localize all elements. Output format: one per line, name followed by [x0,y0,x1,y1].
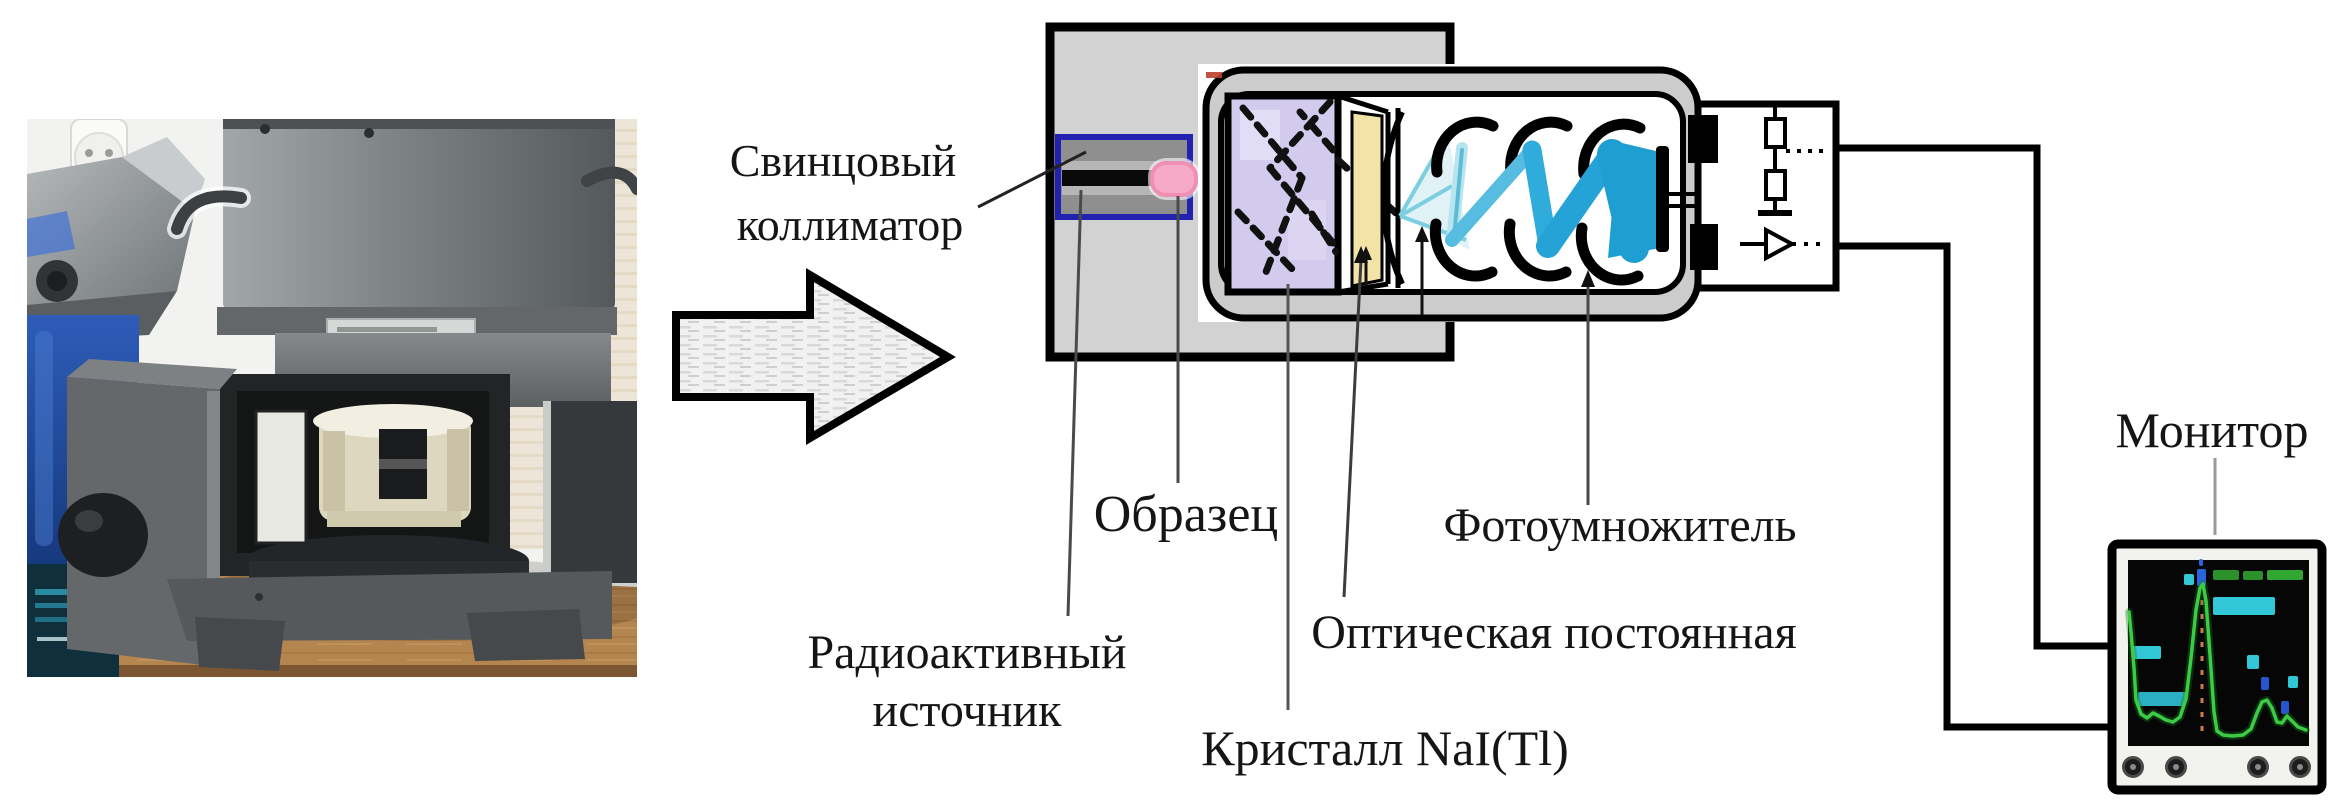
label-source-line2: источник [873,684,1063,737]
screen-annotation [2213,597,2275,615]
screen-annotation [2138,692,2186,706]
label-monitor: Монитор [2116,402,2309,458]
dynode-arcs [1429,116,1646,286]
monitor-knobs [2122,756,2311,778]
label-sample: Образец [1094,486,1279,543]
electronics-unit [1694,100,1840,292]
screen-annotation [2281,701,2289,714]
anode-plate [1656,146,1669,252]
screen-annotation [2247,655,2259,669]
photo-door-knob [58,493,148,577]
leader-lines [977,150,2217,710]
screen-annotation [2184,574,2194,585]
label-collimator-line1: Свинцовый [730,135,957,186]
electron-cascade [1445,139,1660,263]
source-rod [1062,170,1162,186]
screen-annotation [2261,677,2269,690]
monitor-device [2107,539,2327,795]
photo-right-panel [551,401,637,583]
screen-annotation [2197,569,2206,586]
screen-annotation [2199,559,2203,566]
photocathode-arc [1380,110,1405,286]
screen-annotation [2213,570,2239,580]
screen-annotation [2243,571,2263,580]
spectrum-display [2125,559,2310,740]
label-collimator-line2: коллиматор [737,199,963,250]
label-crystal: Кристалл NaI(Tl) [1201,720,1568,776]
spectrum-curve [2127,582,2308,738]
voltage-divider-icon [1758,104,1830,216]
sample-capsule [1150,161,1198,197]
photo-sample-chamber [58,359,612,671]
screen-annotation [2288,676,2298,688]
label-pmt: Фотоумножитель [1443,499,1796,552]
output-contact-bottom [1690,224,1718,270]
output-contact-top [1688,115,1718,163]
signal-wires [1836,144,2112,731]
nai-crystal [1224,92,1402,296]
label-optical: Оптическая постоянная [1311,606,1796,659]
optical-coupling [1337,93,1405,295]
flow-arrow-icon [672,267,956,445]
amplifier-icon [1740,226,1826,262]
screen-annotation [2133,646,2161,659]
screen-annotation [2267,570,2303,580]
equipment-photo [27,119,637,677]
label-source-line1: Радиоактивный [807,626,1126,679]
lead-collimator [1055,134,1200,220]
photo-left-machine [27,137,205,677]
